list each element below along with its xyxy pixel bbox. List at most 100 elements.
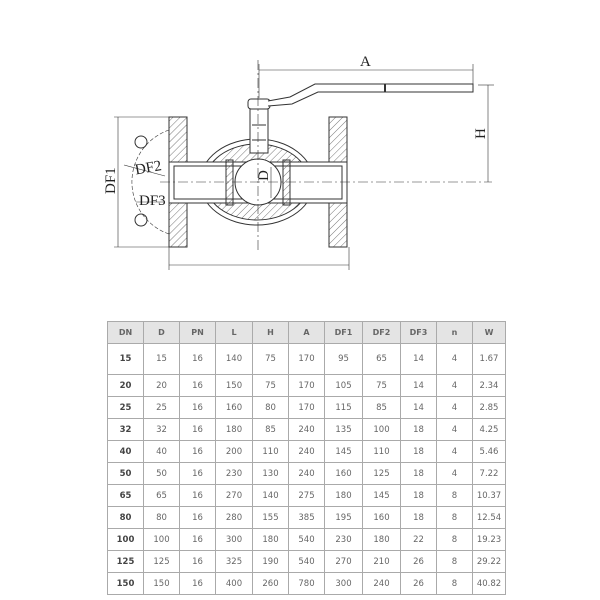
table-cell-d: 80 — [143, 506, 180, 529]
table-cell-a: 170 — [288, 396, 325, 419]
table-cell-n: 4 — [436, 462, 473, 485]
table-cell-n: 4 — [436, 396, 473, 419]
table-cell-pn: 16 — [179, 396, 216, 419]
table-cell-h: 140 — [252, 484, 289, 507]
table-cell-pn: 16 — [179, 506, 216, 529]
table-cell-n: 8 — [436, 528, 473, 551]
table-cell-h: 155 — [252, 506, 289, 529]
bolt-hole-bottom — [134, 213, 148, 227]
table-cell-w: 1.67 — [472, 343, 506, 375]
column-header-dn: DN — [107, 321, 144, 344]
table-cell-a: 540 — [288, 528, 325, 551]
dim-label-df2: DF2 — [134, 158, 163, 178]
column-header-a: A — [288, 321, 325, 344]
column-header-d: D — [143, 321, 180, 344]
table-cell-df1: 115 — [324, 396, 363, 419]
table-cell-w: 29.22 — [472, 550, 506, 573]
table-cell-df2: 210 — [362, 550, 401, 573]
table-cell-d: 65 — [143, 484, 180, 507]
table-cell-l: 160 — [215, 396, 253, 419]
table-cell-df2: 240 — [362, 572, 401, 595]
ball-valve-drawing: A H DF1 DF2 DF3 D — [103, 54, 494, 270]
table-cell-pn: 16 — [179, 343, 216, 375]
table-cell-d: 40 — [143, 440, 180, 463]
table-cell-df3: 18 — [400, 484, 437, 507]
table-cell-w: 7.22 — [472, 462, 506, 485]
table-cell-d: 25 — [143, 396, 180, 419]
table-cell-n: 8 — [436, 506, 473, 529]
table-cell-df1: 135 — [324, 418, 363, 441]
table-cell-df1: 300 — [324, 572, 363, 595]
table-cell-df2: 145 — [362, 484, 401, 507]
column-header-n: n — [436, 321, 473, 344]
table-cell-pn: 16 — [179, 374, 216, 397]
table-cell-dn: 100 — [107, 528, 144, 551]
table-cell-w: 19.23 — [472, 528, 506, 551]
table-cell-df1: 145 — [324, 440, 363, 463]
table-cell-d: 15 — [143, 343, 180, 375]
column-header-pn: PN — [179, 321, 216, 344]
table-cell-d: 100 — [143, 528, 180, 551]
table-cell-n: 8 — [436, 484, 473, 507]
table-cell-df3: 18 — [400, 506, 437, 529]
column-header-df3: DF3 — [400, 321, 437, 344]
table-cell-h: 260 — [252, 572, 289, 595]
table-cell-h: 190 — [252, 550, 289, 573]
table-cell-d: 50 — [143, 462, 180, 485]
table-cell-df3: 22 — [400, 528, 437, 551]
table-cell-l: 325 — [215, 550, 253, 573]
table-cell-df2: 75 — [362, 374, 401, 397]
table-cell-a: 170 — [288, 343, 325, 375]
table-cell-h: 85 — [252, 418, 289, 441]
table-cell-n: 4 — [436, 374, 473, 397]
table-cell-df3: 18 — [400, 462, 437, 485]
table-cell-l: 270 — [215, 484, 253, 507]
table-cell-df2: 125 — [362, 462, 401, 485]
table-cell-df3: 14 — [400, 396, 437, 419]
table-cell-d: 20 — [143, 374, 180, 397]
table-cell-n: 4 — [436, 418, 473, 441]
table-cell-dn: 20 — [107, 374, 144, 397]
table-cell-df3: 26 — [400, 572, 437, 595]
column-header-l: L — [215, 321, 253, 344]
table-cell-a: 170 — [288, 374, 325, 397]
table-cell-dn: 50 — [107, 462, 144, 485]
table-cell-pn: 16 — [179, 484, 216, 507]
table-cell-w: 40.82 — [472, 572, 506, 595]
table-cell-d: 125 — [143, 550, 180, 573]
column-header-df1: DF1 — [324, 321, 363, 344]
table-cell-w: 2.34 — [472, 374, 506, 397]
dim-label-df1: DF1 — [103, 167, 119, 194]
table-cell-dn: 40 — [107, 440, 144, 463]
table-cell-w: 12.54 — [472, 506, 506, 529]
dim-label-d: D — [256, 170, 272, 181]
table-cell-df1: 270 — [324, 550, 363, 573]
table-cell-h: 110 — [252, 440, 289, 463]
table-cell-df1: 105 — [324, 374, 363, 397]
table-cell-a: 240 — [288, 418, 325, 441]
table-cell-pn: 16 — [179, 418, 216, 441]
table-cell-dn: 15 — [107, 343, 144, 375]
table-cell-w: 5.46 — [472, 440, 506, 463]
table-cell-h: 130 — [252, 462, 289, 485]
table-cell-df2: 180 — [362, 528, 401, 551]
table-cell-a: 240 — [288, 462, 325, 485]
table-cell-w: 10.37 — [472, 484, 506, 507]
table-cell-d: 32 — [143, 418, 180, 441]
table-cell-a: 385 — [288, 506, 325, 529]
table-cell-df1: 160 — [324, 462, 363, 485]
table-cell-dn: 150 — [107, 572, 144, 595]
table-cell-a: 540 — [288, 550, 325, 573]
table-cell-a: 780 — [288, 572, 325, 595]
table-cell-pn: 16 — [179, 440, 216, 463]
table-cell-df3: 18 — [400, 418, 437, 441]
table-cell-pn: 16 — [179, 572, 216, 595]
